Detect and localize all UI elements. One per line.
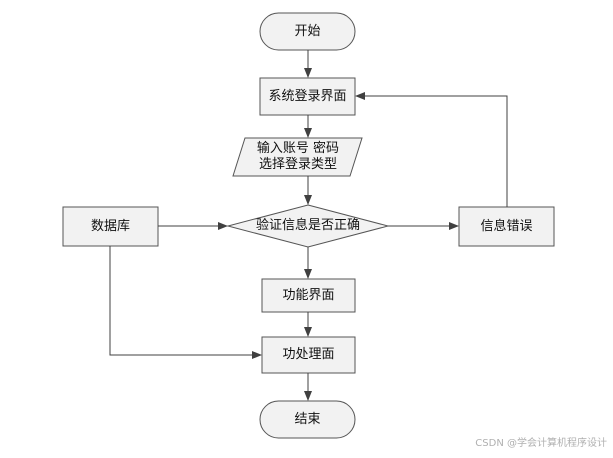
database-label: 数据库: [90, 218, 130, 234]
end-label: 结束: [294, 411, 321, 427]
input-parallelogram: [232, 137, 363, 177]
input-label: 输入账号 密码 选择登录类型: [238, 138, 358, 176]
error-label: 信息错误: [480, 218, 533, 234]
verify-label: 验证信息是否正确: [255, 218, 360, 233]
function-screen-box: [261, 278, 356, 313]
database-box: [62, 206, 159, 247]
arrow-database-to-process: [109, 246, 262, 359]
login-screen-label: 系统登录界面: [268, 88, 347, 104]
function-process-label: 功处理面: [282, 347, 335, 362]
arrow-error-to-login: [355, 92, 508, 207]
end-terminal: [259, 400, 356, 439]
input-label-line2: 选择登录类型: [258, 157, 337, 172]
input-label-line1: 输入账号 密码: [256, 141, 340, 156]
error-box: [458, 206, 555, 247]
function-screen-label: 功能界面: [282, 287, 335, 303]
watermark-text: CSDN @学会计算机程序设计: [475, 438, 607, 449]
function-process-box: [261, 336, 356, 374]
login-screen-box: [259, 77, 356, 116]
start-label: 开始: [294, 23, 321, 39]
